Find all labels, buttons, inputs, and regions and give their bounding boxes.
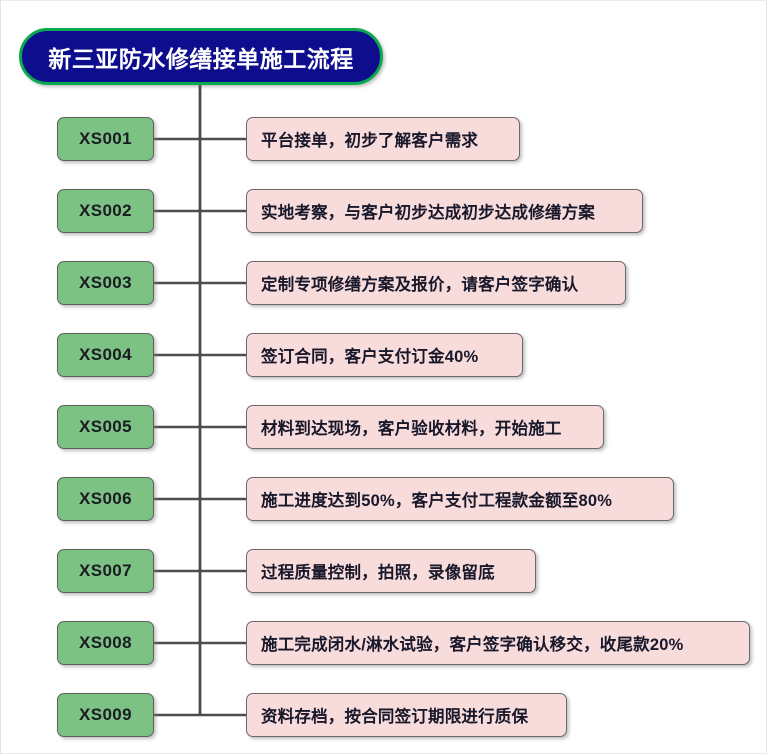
step-description-box-xs004[interactable]: 签订合同，客户支付订金40%: [246, 333, 523, 377]
step-code-box-xs002[interactable]: XS002: [57, 189, 154, 233]
step-code-box-xs005[interactable]: XS005: [57, 405, 154, 449]
step-code-box-xs003[interactable]: XS003: [57, 261, 154, 305]
step-code-label: XS001: [78, 129, 133, 148]
step-code-box-xs004[interactable]: XS004: [57, 333, 154, 377]
step-code-box-xs009[interactable]: XS009: [57, 693, 154, 737]
step-description-label: 平台接单，初步了解客户需求: [261, 132, 479, 150]
step-description-box-xs008[interactable]: 施工完成闭水/淋水试验，客户签字确认移交，收尾款20%: [246, 621, 750, 665]
step-description-label: 材料到达现场，客户验收材料，开始施工: [261, 420, 562, 438]
step-code-label: XS003: [78, 273, 133, 292]
step-description-label: 签订合同，客户支付订金40%: [261, 348, 479, 366]
step-code-label: XS005: [78, 417, 133, 436]
step-description-label: 实地考察，与客户初步达成初步达成修缮方案: [261, 204, 595, 222]
step-description-label: 定制专项修缮方案及报价，请客户签字确认: [261, 276, 579, 294]
step-code-box-xs008[interactable]: XS008: [57, 621, 154, 665]
step-description-label: 施工进度达到50%，客户支付工程款金额至80%: [261, 492, 613, 510]
step-code-label: XS009: [78, 705, 133, 724]
step-code-box-xs001[interactable]: XS001: [57, 117, 154, 161]
step-description-label: 施工完成闭水/淋水试验，客户签字确认移交，收尾款20%: [261, 636, 684, 654]
step-description-box-xs006[interactable]: 施工进度达到50%，客户支付工程款金额至80%: [246, 477, 674, 521]
step-description-box-xs007[interactable]: 过程质量控制，拍照，录像留底: [246, 549, 536, 593]
step-code-box-xs007[interactable]: XS007: [57, 549, 154, 593]
step-description-label: 资料存档，按合同签订期限进行质保: [261, 708, 529, 726]
step-description-box-xs003[interactable]: 定制专项修缮方案及报价，请客户签字确认: [246, 261, 626, 305]
step-description-box-xs002[interactable]: 实地考察，与客户初步达成初步达成修缮方案: [246, 189, 643, 233]
page-title: 新三亚防水修缮接单施工流程: [48, 45, 354, 72]
step-description-label: 过程质量控制，拍照，录像留底: [261, 564, 495, 582]
step-code-label: XS004: [78, 345, 133, 364]
flowchart-title-box: 新三亚防水修缮接单施工流程: [19, 28, 383, 85]
step-description-box-xs005[interactable]: 材料到达现场，客户验收材料，开始施工: [246, 405, 604, 449]
step-code-label: XS008: [78, 633, 133, 652]
step-code-label: XS006: [78, 489, 133, 508]
step-description-box-xs009[interactable]: 资料存档，按合同签订期限进行质保: [246, 693, 567, 737]
step-description-box-xs001[interactable]: 平台接单，初步了解客户需求: [246, 117, 520, 161]
step-code-label: XS007: [78, 561, 133, 580]
step-code-label: XS002: [78, 201, 133, 220]
step-code-box-xs006[interactable]: XS006: [57, 477, 154, 521]
